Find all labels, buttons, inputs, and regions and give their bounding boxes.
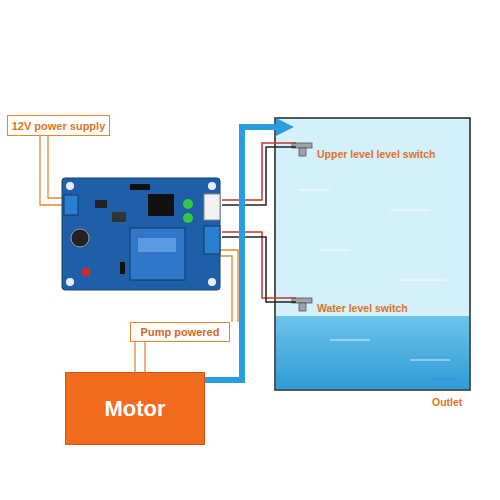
power-label-box: 12V power supply <box>7 115 110 136</box>
motor-box: Motor <box>65 372 205 445</box>
node-text: Motor <box>104 396 165 422</box>
switch-label: Water level switch <box>317 302 408 314</box>
node-text: 12V power supply <box>12 120 106 132</box>
node-text: Pump powered <box>141 326 220 338</box>
level-switch <box>292 143 312 311</box>
sensor-wire <box>222 143 296 302</box>
water-pipe <box>205 127 455 380</box>
controller-board <box>62 178 220 290</box>
water-tank <box>275 118 470 390</box>
switch-label: Upper level level switch <box>317 148 435 160</box>
power-connector <box>134 342 135 372</box>
outlet-label: Outlet <box>432 396 462 408</box>
pump-label-box: Pump powered <box>130 322 230 342</box>
power-wire <box>40 135 238 372</box>
